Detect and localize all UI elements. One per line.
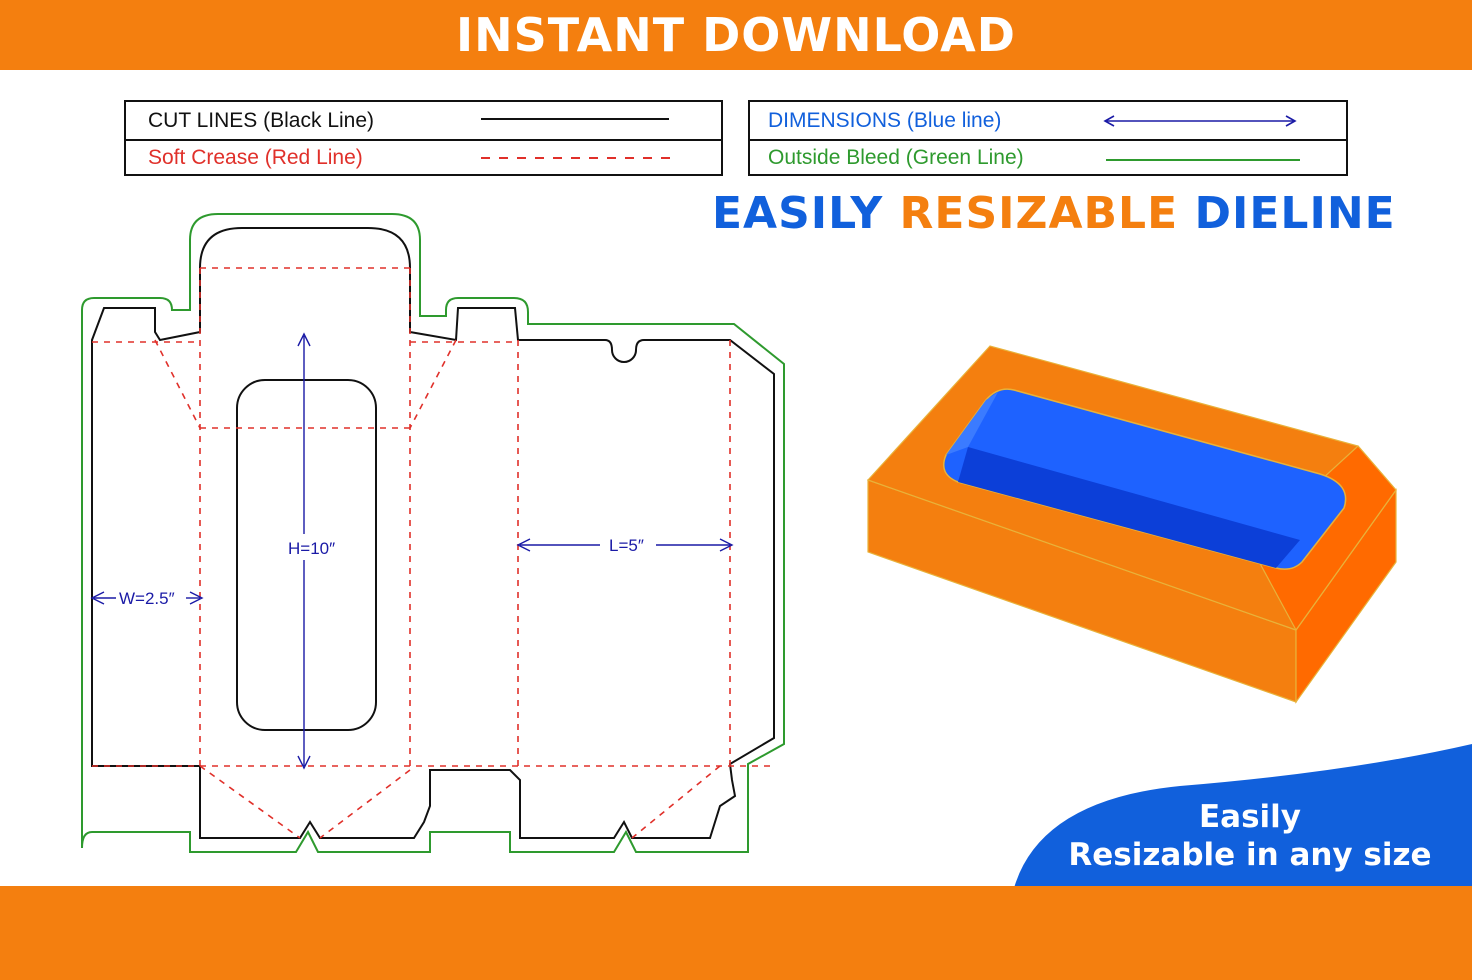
legend-crease-label: Soft Crease (Red Line)	[148, 145, 363, 169]
length-dimension-label: L=5″	[609, 536, 644, 555]
headline-word-resizable: RESIZABLE	[899, 188, 1179, 239]
promo-wave-shape	[1014, 744, 1472, 888]
headline: EASILY RESIZABLE DIELINE	[712, 188, 1396, 239]
bleed-line-sample	[1106, 159, 1300, 161]
window-cutout	[236, 379, 377, 731]
legend-row-dimensions: DIMENSIONS (Blue line)	[750, 102, 1346, 141]
promo-line-1: Easily	[1198, 799, 1301, 835]
crease-lines	[92, 267, 774, 839]
cut-outline	[91, 227, 775, 839]
cut-line-sample	[481, 118, 669, 120]
box-3d-illustration	[866, 345, 1397, 704]
promo-line-2: Resizable in any size	[1068, 837, 1432, 873]
box-inner-wall	[946, 392, 998, 455]
top-banner: INSTANT DOWNLOAD	[0, 0, 1472, 70]
legend-dimensions-label: DIMENSIONS (Blue line)	[768, 108, 1002, 132]
legend-cut-label: CUT LINES (Black Line)	[148, 108, 375, 132]
banner-title: INSTANT DOWNLOAD	[456, 8, 1016, 62]
bleed-outline	[81, 213, 785, 853]
legend-row-bleed: Outside Bleed (Green Line)	[750, 139, 1346, 176]
legend-left: CUT LINES (Black Line) Soft Crease (Red …	[124, 100, 723, 176]
headline-word-easily: EASILY	[712, 188, 884, 239]
dieline-drawing: H=10″ L=5″ W=2.5″	[81, 213, 785, 853]
legend-row-cut: CUT LINES (Black Line)	[126, 102, 721, 141]
dimension-arrow-sample	[1103, 115, 1297, 127]
box-inner-floor	[958, 447, 1300, 568]
dimension-lines	[90, 332, 734, 770]
bottom-bar	[0, 886, 1472, 980]
width-dimension-label: W=2.5″	[119, 589, 175, 608]
legend-right: DIMENSIONS (Blue line) Outside Bleed (Gr…	[748, 100, 1348, 176]
headline-word-dieline: DIELINE	[1194, 188, 1396, 239]
height-dimension-label: H=10″	[288, 539, 335, 558]
box-window-opening	[943, 388, 1347, 570]
legend-row-crease: Soft Crease (Red Line)	[126, 139, 721, 176]
promo-text: Easily Resizable in any size	[1040, 798, 1460, 874]
crease-line-sample	[481, 157, 671, 159]
legend-bleed-label: Outside Bleed (Green Line)	[768, 145, 1024, 169]
